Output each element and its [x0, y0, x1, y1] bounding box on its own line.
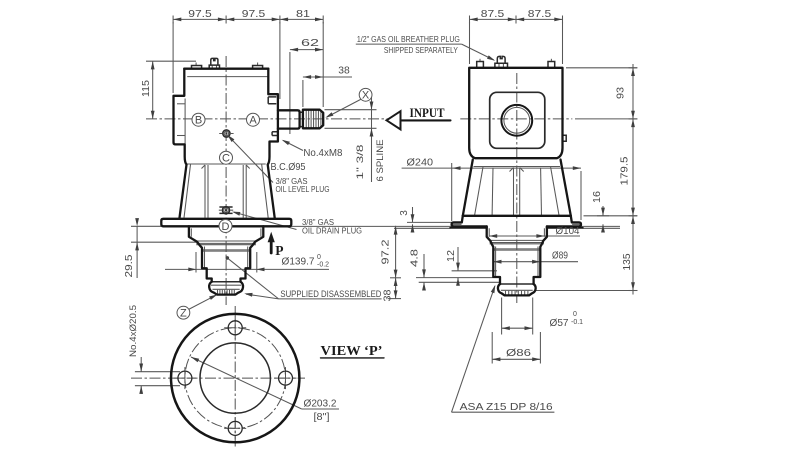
- svg-text:[8"]: [8"]: [314, 412, 330, 423]
- svg-text:87.5: 87.5: [528, 8, 552, 20]
- svg-text:-0.1: -0.1: [571, 319, 583, 326]
- svg-text:115: 115: [140, 80, 152, 97]
- svg-text:97.5: 97.5: [242, 8, 266, 20]
- svg-text:29.5: 29.5: [123, 254, 135, 277]
- svg-text:OIL LEVEL PLUG: OIL LEVEL PLUG: [276, 185, 330, 194]
- svg-text:SHIPPED SEPARATELY: SHIPPED SEPARATELY: [384, 45, 458, 55]
- svg-text:1" 3/8: 1" 3/8: [355, 145, 366, 180]
- svg-text:ASA Z15 DP 8/16: ASA Z15 DP 8/16: [460, 401, 553, 413]
- svg-text:3/8" GAS: 3/8" GAS: [302, 218, 334, 227]
- svg-text:D: D: [222, 221, 230, 233]
- svg-text:135: 135: [621, 253, 633, 270]
- svg-text:A: A: [249, 115, 257, 127]
- svg-text:INPUT: INPUT: [410, 105, 445, 120]
- svg-text:X: X: [362, 90, 370, 102]
- svg-text:3/8" GAS: 3/8" GAS: [276, 177, 308, 186]
- svg-text:81: 81: [296, 8, 310, 20]
- svg-text:0: 0: [573, 311, 577, 318]
- svg-text:No.4xM8: No.4xM8: [303, 148, 342, 159]
- svg-text:62: 62: [301, 37, 319, 49]
- svg-text:OIL DRAIN PLUG: OIL DRAIN PLUG: [302, 226, 362, 235]
- svg-text:179.5: 179.5: [619, 156, 631, 185]
- svg-text:93: 93: [615, 87, 627, 99]
- svg-text:P: P: [275, 243, 283, 258]
- svg-text:16: 16: [592, 191, 603, 203]
- svg-text:38: 38: [383, 289, 394, 301]
- svg-text:38: 38: [338, 65, 350, 77]
- svg-text:B: B: [195, 115, 202, 127]
- svg-text:VIEW ‘P’: VIEW ‘P’: [321, 343, 383, 358]
- svg-text:Ø89: Ø89: [552, 251, 568, 262]
- svg-text:Ø203.2: Ø203.2: [304, 398, 337, 410]
- svg-text:0: 0: [317, 254, 321, 261]
- svg-text:Ø139.7: Ø139.7: [282, 256, 315, 268]
- svg-text:3: 3: [399, 210, 410, 216]
- svg-text:6 SPLINE: 6 SPLINE: [375, 140, 386, 182]
- svg-text:12: 12: [446, 250, 457, 262]
- svg-text:1/2" GAS OIL BREATHER PLUG: 1/2" GAS OIL BREATHER PLUG: [357, 34, 460, 44]
- svg-text:Ø57: Ø57: [550, 317, 569, 329]
- svg-text:97.2: 97.2: [381, 239, 392, 265]
- svg-text:4.8: 4.8: [410, 248, 421, 267]
- svg-text:C: C: [222, 153, 230, 165]
- svg-text:B.C.Ø95: B.C.Ø95: [271, 161, 306, 173]
- svg-text:-0.2: -0.2: [317, 262, 329, 269]
- svg-text:Ø86: Ø86: [506, 347, 531, 359]
- svg-text:Z: Z: [180, 308, 187, 320]
- svg-text:87.5: 87.5: [481, 8, 505, 20]
- svg-text:Ø240: Ø240: [407, 156, 434, 168]
- svg-text:SUPPLIED DISASSEMBLED: SUPPLIED DISASSEMBLED: [280, 289, 381, 299]
- svg-text:Ø104: Ø104: [556, 226, 580, 237]
- svg-text:97.5: 97.5: [188, 8, 212, 20]
- svg-text:No.4xØ20.5: No.4xØ20.5: [128, 305, 139, 357]
